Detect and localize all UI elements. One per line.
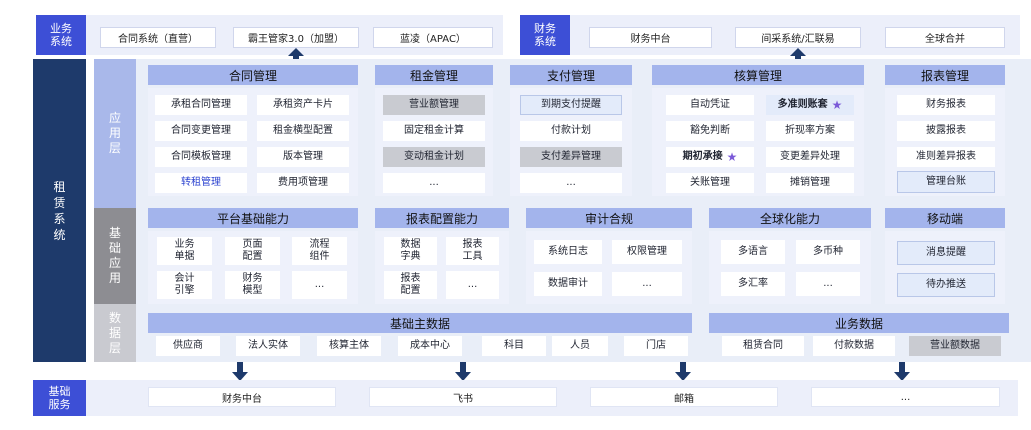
accounting-item[interactable]: 变更差异处理 — [766, 147, 854, 167]
platform-capability-header: 平台基础能力 — [148, 208, 358, 228]
service-finance-center[interactable]: 财务中台 — [148, 387, 336, 407]
report-item[interactable]: 管理台账 — [897, 171, 995, 193]
down-arrow-icon — [455, 362, 471, 381]
audit-item[interactable]: ... — [612, 272, 682, 296]
platform-item[interactable]: 财务 模型 — [225, 271, 280, 299]
report-config-item[interactable]: 数据 字典 — [384, 237, 437, 265]
mobile-item[interactable]: 消息提醒 — [897, 241, 995, 265]
report-config-item[interactable]: ... — [446, 271, 499, 299]
globalization-item[interactable]: 多汇率 — [721, 272, 785, 296]
service-email[interactable]: 邮箱 — [590, 387, 778, 407]
platform-item[interactable]: ... — [292, 271, 347, 299]
contract-item[interactable]: 承租资产卡片 — [257, 95, 349, 115]
mobile-item[interactable]: 待办推送 — [897, 273, 995, 297]
contract-item[interactable]: 费用项管理 — [257, 173, 349, 193]
platform-item[interactable]: 流程 组件 — [292, 237, 347, 265]
star-icon: ★ — [726, 150, 738, 164]
payment-item[interactable]: 付款计划 — [520, 121, 622, 141]
rent-item[interactable]: 变动租金计划 — [383, 147, 485, 167]
business-data-item[interactable]: 付款数据 — [813, 336, 895, 356]
rent-item[interactable]: ... — [383, 173, 485, 193]
payment-item[interactable]: 支付差异管理 — [520, 147, 622, 167]
contract-item[interactable]: 版本管理 — [257, 147, 349, 167]
report-config-item[interactable]: 报表 配置 — [384, 271, 437, 299]
business-system-lanling[interactable]: 蓝凌（APAC） — [373, 27, 493, 48]
audit-item[interactable]: 数据审计 — [534, 272, 602, 296]
globalization-header: 全球化能力 — [709, 208, 871, 228]
contract-item[interactable]: 租金横型配置 — [257, 121, 349, 141]
accounting-item[interactable]: 豁免判断 — [666, 121, 754, 141]
down-arrow-icon — [675, 362, 691, 381]
finance-system-procurement[interactable]: 间采系统/汇联易 — [735, 27, 861, 48]
down-arrow-icon — [894, 362, 910, 381]
foundational-services-label: 基础 服务 — [33, 380, 86, 416]
audit-item[interactable]: 系统日志 — [534, 240, 602, 264]
platform-item[interactable]: 业务 单据 — [157, 237, 212, 265]
contract-item[interactable]: 合同变更管理 — [155, 121, 247, 141]
platform-item[interactable]: 会计 引擎 — [157, 271, 212, 299]
audit-item[interactable]: 权限管理 — [612, 240, 682, 264]
payment-management-header: 支付管理 — [510, 65, 632, 85]
contract-item[interactable]: 合同模板管理 — [155, 147, 247, 167]
finance-systems-label: 财务 系统 — [520, 15, 570, 55]
globalization-item[interactable]: 多语言 — [721, 240, 785, 264]
data-layer-label: 数 据 层 — [94, 304, 136, 362]
accounting-item[interactable]: 折现率方案 — [766, 121, 854, 141]
rent-management-header: 租金管理 — [375, 65, 493, 85]
report-item[interactable]: 财务报表 — [897, 95, 995, 115]
finance-system-global[interactable]: 全球合并 — [885, 27, 1005, 48]
master-data-header: 基础主数据 — [148, 313, 692, 333]
accounting-item[interactable]: 关账管理 — [666, 173, 754, 193]
finance-system-center[interactable]: 财务中台 — [589, 27, 712, 48]
business-system-bawang[interactable]: 霸王管家3.0（加盟） — [233, 27, 359, 48]
master-data-item[interactable]: 门店 — [624, 336, 688, 356]
master-data-item[interactable]: 成本中心 — [398, 336, 462, 356]
report-item[interactable]: 准则差异报表 — [897, 147, 995, 167]
payment-item[interactable]: ... — [520, 173, 622, 193]
accounting-item-label: 多准则账套 — [777, 99, 828, 110]
globalization-item[interactable]: 多币种 — [796, 240, 860, 264]
business-systems-label: 业务 系统 — [36, 15, 86, 55]
leasing-system-label: 租 赁 系 统 — [33, 59, 86, 362]
service-more[interactable]: ... — [811, 387, 1000, 407]
audit-compliance-header: 审计合规 — [526, 208, 692, 228]
mobile-header: 移动端 — [885, 208, 1005, 228]
report-management-header: 报表管理 — [885, 65, 1005, 85]
report-config-header: 报表配置能力 — [375, 208, 509, 228]
accounting-item-opening[interactable]: 期初承接★ — [666, 147, 754, 167]
report-config-item[interactable]: 报表 工具 — [446, 237, 499, 265]
globalization-item[interactable]: ... — [796, 272, 860, 296]
accounting-item-label: 期初承接 — [682, 151, 723, 162]
accounting-item-multi-gaap[interactable]: 多准则账套★ — [766, 95, 854, 115]
service-feishu[interactable]: 飞书 — [369, 387, 557, 407]
business-system-contract[interactable]: 合同系统（直营） — [100, 27, 216, 48]
rent-item[interactable]: 营业额管理 — [383, 95, 485, 115]
rent-item[interactable]: 固定租金计算 — [383, 121, 485, 141]
business-data-header: 业务数据 — [709, 313, 1009, 333]
contract-item[interactable]: 承租合同管理 — [155, 95, 247, 115]
report-item[interactable]: 披露报表 — [897, 121, 995, 141]
business-data-item[interactable]: 租赁合同 — [722, 336, 804, 356]
contract-item-sublease[interactable]: 转租管理 — [155, 173, 247, 193]
star-icon: ★ — [831, 98, 843, 112]
platform-item[interactable]: 页面 配置 — [225, 237, 280, 265]
accounting-item[interactable]: 自动凭证 — [666, 95, 754, 115]
accounting-management-header: 核算管理 — [652, 65, 864, 85]
master-data-item[interactable]: 科目 — [482, 336, 546, 356]
master-data-item[interactable]: 供应商 — [156, 336, 220, 356]
business-data-item[interactable]: 营业额数据 — [909, 336, 1001, 356]
master-data-item[interactable]: 核算主体 — [317, 336, 381, 356]
payment-item[interactable]: 到期支付提醒 — [520, 95, 622, 115]
accounting-item[interactable]: 摊销管理 — [766, 173, 854, 193]
base-application-label: 基 础 应 用 — [94, 208, 136, 304]
master-data-item[interactable]: 法人实体 — [236, 336, 300, 356]
master-data-item[interactable]: 人员 — [552, 336, 608, 356]
contract-management-header: 合同管理 — [148, 65, 358, 85]
down-arrow-icon — [232, 362, 248, 381]
application-layer-label: 应 用 层 — [94, 59, 136, 208]
